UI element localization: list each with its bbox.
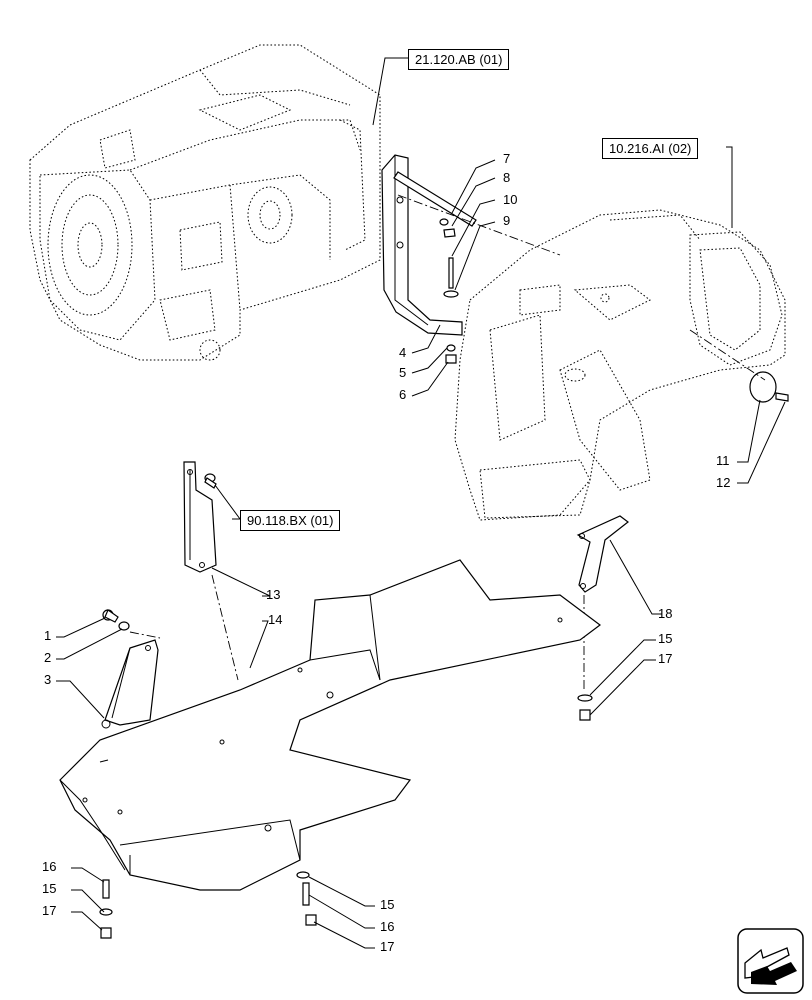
- callout-12[interactable]: 12: [716, 475, 731, 490]
- callout-3[interactable]: 3: [44, 672, 52, 687]
- callout-17-center[interactable]: 17: [380, 939, 395, 954]
- lower-fasteners: [99, 694, 593, 939]
- callout-10[interactable]: 10: [503, 192, 518, 207]
- callout-17-right[interactable]: 17: [658, 651, 673, 666]
- support-bracket: [381, 154, 561, 364]
- cover-and-bolt: [689, 329, 789, 403]
- callout-13[interactable]: 13: [266, 587, 281, 602]
- callout-15-left[interactable]: 15: [42, 881, 57, 896]
- callout-11[interactable]: 11: [716, 453, 730, 468]
- callout-15-right[interactable]: 15: [658, 631, 673, 646]
- rear-axle-housing: [454, 209, 786, 521]
- callout-4[interactable]: 4: [399, 345, 407, 360]
- bracket-3: [101, 609, 161, 729]
- transmission-housing: [29, 44, 381, 361]
- bracket-18: [576, 515, 629, 690]
- callout-16-left[interactable]: 16: [42, 859, 57, 874]
- callout-8[interactable]: 8: [503, 170, 511, 185]
- guard-plate: [59, 559, 601, 891]
- callout-16-center[interactable]: 16: [380, 919, 395, 934]
- callout-1[interactable]: 1: [44, 628, 52, 643]
- callout-17-left[interactable]: 17: [42, 903, 57, 918]
- reference-10-216-ai[interactable]: 10.216.AI (02): [602, 138, 699, 159]
- leader-lines: [56, 57, 786, 949]
- callout-18[interactable]: 18: [658, 606, 673, 621]
- next-page-arrow-icon[interactable]: [737, 928, 804, 994]
- callout-6[interactable]: 6: [399, 387, 407, 402]
- callout-5[interactable]: 5: [399, 365, 407, 380]
- bracket-13: [183, 461, 239, 681]
- callout-2[interactable]: 2: [44, 650, 52, 665]
- callout-15-center[interactable]: 15: [380, 897, 395, 912]
- callout-7[interactable]: 7: [503, 151, 511, 166]
- reference-21-120-ab[interactable]: 21.120.AB (01): [408, 49, 510, 70]
- callout-9[interactable]: 9: [503, 213, 511, 228]
- callout-14[interactable]: 14: [268, 612, 283, 627]
- reference-90-118-bx[interactable]: 90.118.BX (01): [240, 510, 341, 531]
